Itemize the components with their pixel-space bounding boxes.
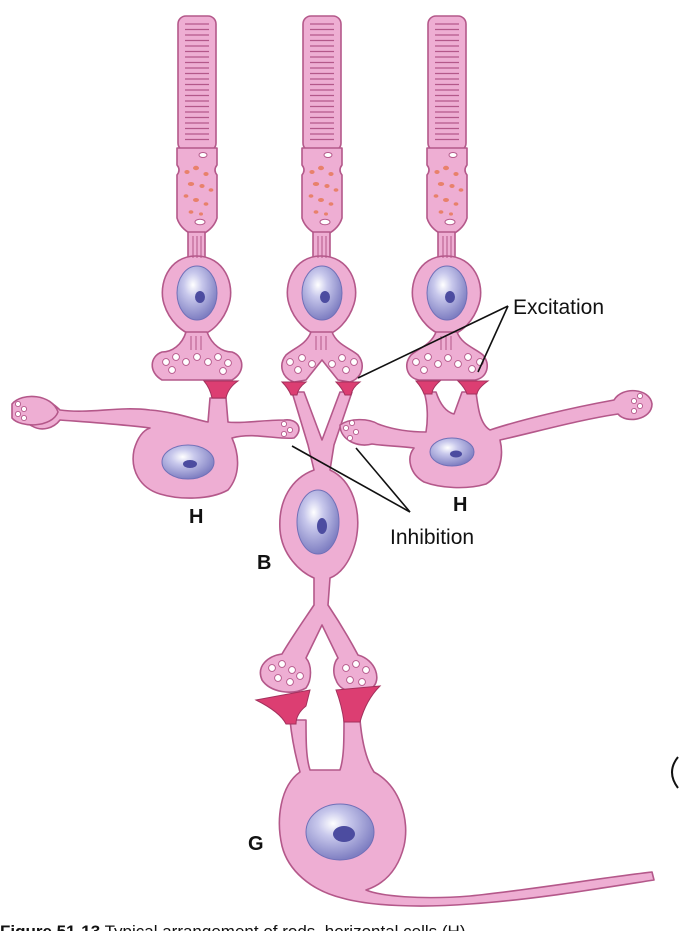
horizontal-cell-left-label: H — [189, 506, 203, 528]
horizontal-cell-right — [339, 389, 653, 489]
nuclei — [161, 265, 475, 861]
inner-segment-granules — [183, 152, 464, 226]
bipolar-cell-label: B — [257, 552, 271, 574]
caption-prefix: Figure 51-13 — [0, 922, 100, 931]
inhibition-label: Inhibition — [390, 526, 474, 549]
cropped-bracket — [671, 756, 679, 789]
rod-cell-left — [151, 15, 243, 381]
caption-text: Typical arrangement of rods, horizontal … — [100, 922, 470, 931]
synaptic-vesicles — [14, 353, 644, 686]
rod-disc-stacks — [185, 23, 459, 141]
ganglion-cell — [278, 719, 655, 907]
connecting-fibers — [190, 236, 452, 350]
ganglion-cell-label: G — [248, 833, 264, 855]
pointer-lines — [291, 305, 509, 513]
synapses — [202, 380, 490, 725]
rod-cell-right — [406, 15, 488, 381]
horizontal-cell-right-label: H — [453, 494, 467, 516]
figure-caption: Figure 51-13 Typical arrangement of rods… — [0, 922, 470, 931]
excitation-label: Excitation — [513, 296, 604, 319]
horizontal-cell-left — [11, 395, 300, 499]
